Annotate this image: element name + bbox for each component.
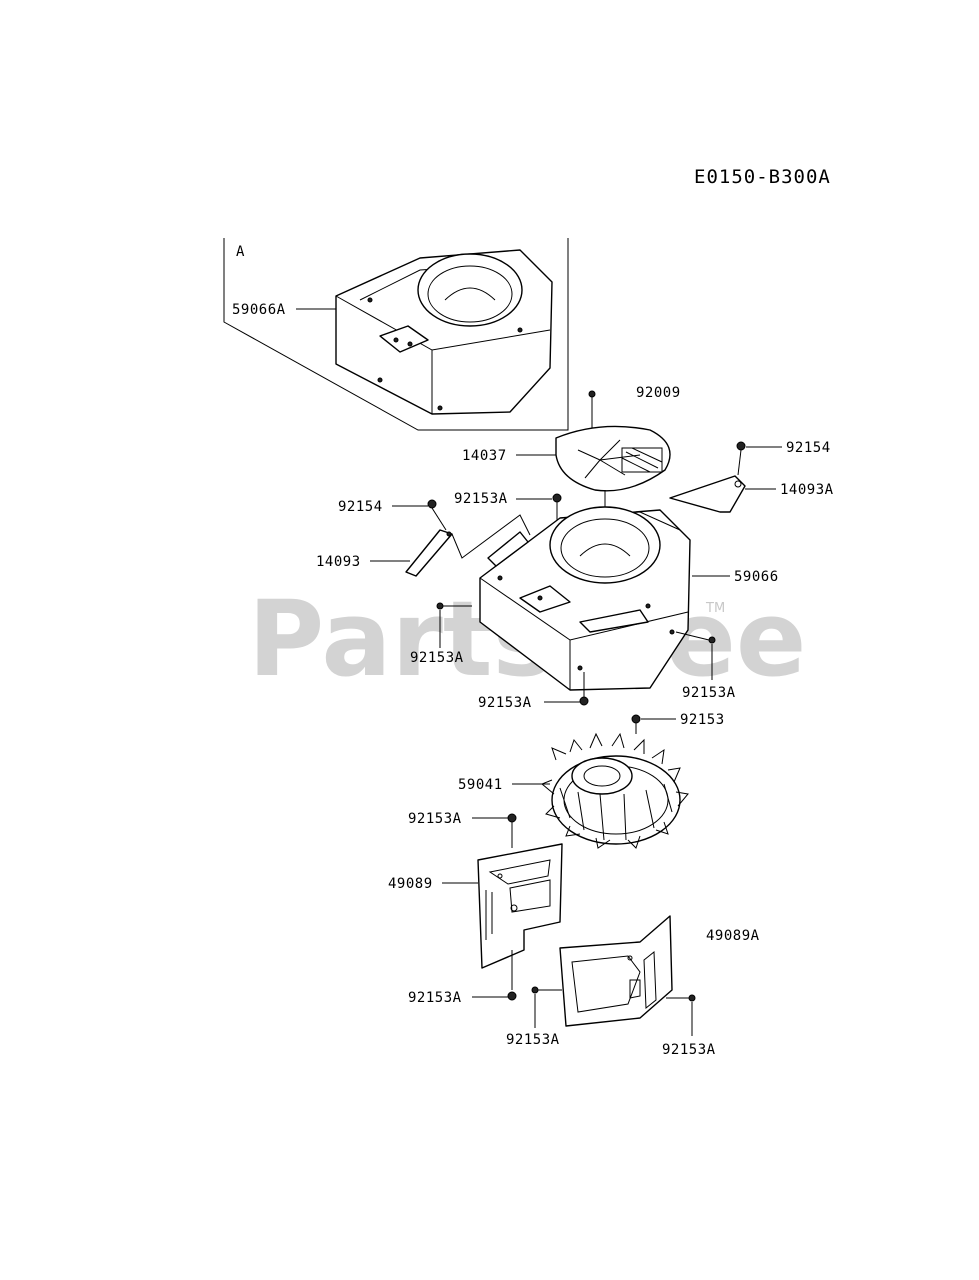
label-bolt-top-right: 92154 [786,440,831,456]
shroud-part[interactable] [479,506,691,691]
screw-right-part[interactable] [675,631,716,644]
inset-letter: A [236,244,245,260]
label-screw-center: 92153A [454,491,508,507]
label-screen-screw: 92009 [636,385,681,401]
label-screw-baffle-r-left: 92153A [506,1032,560,1048]
screw-baffle-r-left-part[interactable] [531,986,562,994]
screw-baffle-r-right-part[interactable] [666,994,696,1002]
label-screen: 14037 [462,448,507,464]
baffle-right-part[interactable] [559,915,673,1027]
screw-baffle-top-part[interactable] [507,813,517,848]
label-cover-right: 14093A [780,482,834,498]
label-screw-baffle-r-right: 92153A [662,1042,716,1058]
baffle-left-part[interactable] [477,843,563,990]
cover-right-part[interactable] [669,475,746,513]
label-screw-baffle-top: 92153A [408,811,462,827]
screw-center-part[interactable] [552,493,562,522]
cover-left-part[interactable] [405,529,453,577]
screw-bottom-part[interactable] [579,672,589,706]
label-shroud: 59066 [734,569,779,585]
label-screw-bottom: 92153A [478,695,532,711]
label-shroud-assy: 59066A [232,302,286,318]
label-bolt-top-left: 92154 [338,499,383,515]
label-bolt-fan: 92153 [680,712,725,728]
fan-part[interactable] [541,732,689,849]
cover-left-guide [451,514,531,559]
label-baffle-right: 49089A [706,928,760,944]
bolt-top-right-part[interactable] [736,441,746,476]
watermark-trademark: TM [705,601,725,616]
label-cover-left: 14093 [316,554,361,570]
bolt-top-left-part[interactable] [427,499,447,531]
label-screw-left: 92153A [410,650,464,666]
bolt-fan-part[interactable] [631,714,641,734]
screen-part[interactable] [555,425,671,492]
screw-baffle-bottom-part[interactable] [507,991,517,1001]
shroud-assembly-part[interactable] [335,249,553,415]
label-baffle-left: 49089 [388,876,433,892]
label-fan: 59041 [458,777,503,793]
label-screw-right: 92153A [682,685,736,701]
diagram-code: E0150-B300A [694,166,831,188]
inset-frame [223,238,569,431]
label-screw-baffle-bottom: 92153A [408,990,462,1006]
screw-left-part[interactable] [436,602,472,610]
